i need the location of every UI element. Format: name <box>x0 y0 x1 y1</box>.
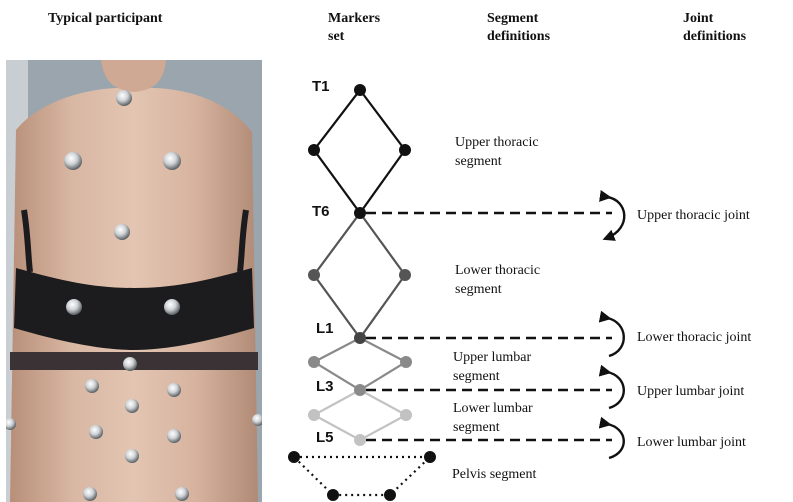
dot-ut-right <box>399 144 411 156</box>
marker-label-t6: T6 <box>312 203 330 220</box>
dot-l1 <box>354 332 366 344</box>
rotation-arrow-upper-thoracic-icon <box>607 197 624 238</box>
dot-ul-left <box>308 356 320 368</box>
dot-pelvis-bottom-left <box>327 489 339 501</box>
segment-lower-lumbar-line1: Lower lumbar <box>453 399 533 418</box>
pelvis-dotted-outline <box>294 457 430 495</box>
segment-upper-lumbar-line2: segment <box>453 367 531 386</box>
dot-pelvis-right <box>424 451 436 463</box>
dot-t6 <box>354 207 366 219</box>
segment-upper-thoracic: Upper thoracic segment <box>455 133 539 171</box>
marker-label-l5: L5 <box>316 429 334 446</box>
dot-lt-left <box>308 269 320 281</box>
dot-t1 <box>354 84 366 96</box>
marker-label-l1: L1 <box>316 320 334 337</box>
dot-ll-left <box>308 409 320 421</box>
dot-lt-right <box>399 269 411 281</box>
joint-upper-thoracic: Upper thoracic joint <box>637 207 750 225</box>
segment-upper-thoracic-line1: Upper thoracic <box>455 133 539 152</box>
dot-ut-left <box>308 144 320 156</box>
segment-lower-thoracic-line2: segment <box>455 280 540 299</box>
dot-l3 <box>354 384 366 396</box>
segment-lower-thoracic: Lower thoracic segment <box>455 261 540 299</box>
segment-upper-lumbar: Upper lumbar segment <box>453 348 531 386</box>
dot-ll-right <box>400 409 412 421</box>
dot-pelvis-bottom-right <box>384 489 396 501</box>
joint-lower-lumbar: Lower lumbar joint <box>637 434 746 452</box>
segment-pelvis: Pelvis segment <box>452 465 536 484</box>
marker-label-l3: L3 <box>316 378 334 395</box>
segment-lower-lumbar-line2: segment <box>453 418 533 437</box>
segment-upper-lumbar-line1: Upper lumbar <box>453 348 531 367</box>
upper-thoracic-diamond <box>314 90 405 213</box>
segment-upper-thoracic-line2: segment <box>455 152 539 171</box>
joint-upper-lumbar: Upper lumbar joint <box>637 383 744 401</box>
dot-ul-right <box>400 356 412 368</box>
dot-l5 <box>354 434 366 446</box>
segment-lower-lumbar: Lower lumbar segment <box>453 399 533 437</box>
dot-pelvis-left <box>288 451 300 463</box>
joint-lower-thoracic: Lower thoracic joint <box>637 329 751 347</box>
marker-label-t1: T1 <box>312 78 330 95</box>
segment-lower-thoracic-line1: Lower thoracic <box>455 261 540 280</box>
